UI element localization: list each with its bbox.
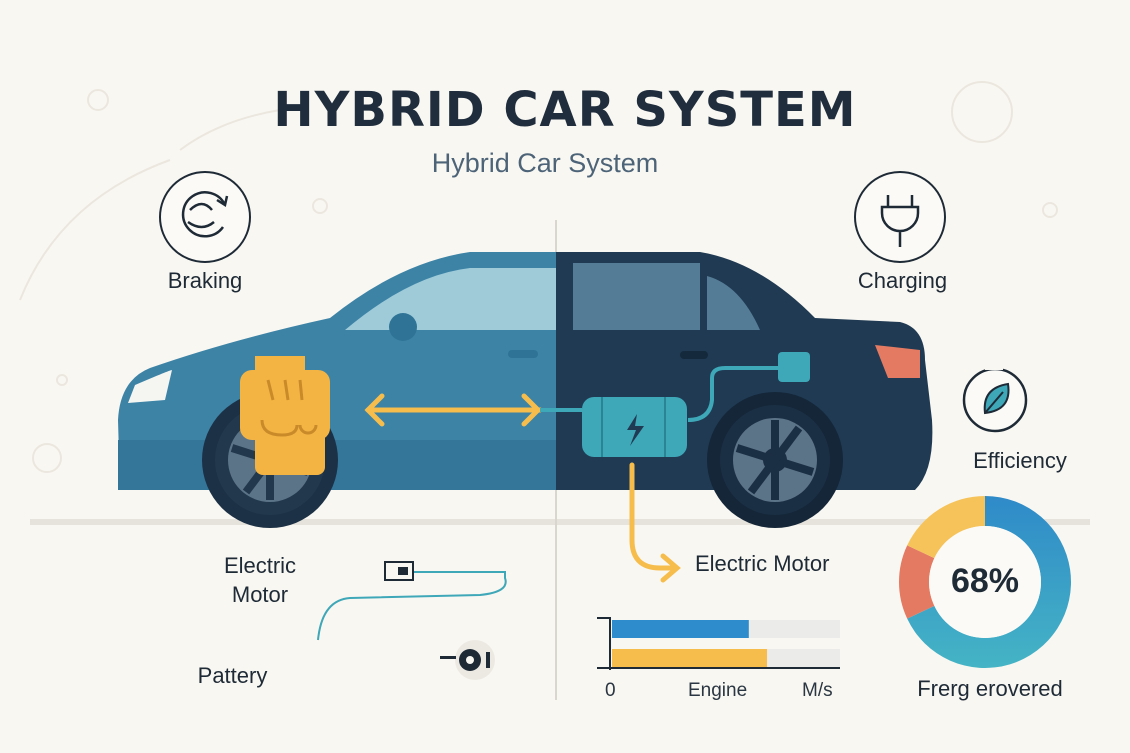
charge-port [778, 352, 810, 382]
car-hybrid-half [556, 252, 933, 490]
battery-label: Pattery [197, 663, 268, 688]
charging-plug-icon[interactable] [854, 171, 946, 263]
efficiency-label: Efficiency [973, 448, 1067, 473]
bar-axis-end: M/s [802, 680, 833, 701]
car-conventional-half [118, 252, 556, 490]
donut-segment-blue-teal [907, 496, 1071, 668]
energy-donut-chart [898, 496, 1071, 668]
connector-icon [384, 561, 414, 581]
battery-icon [582, 397, 687, 457]
donut-segment-yellow [907, 496, 985, 559]
braking-icon[interactable] [159, 171, 251, 263]
motor-arrow [629, 462, 678, 571]
battery-wire-icon [317, 571, 507, 641]
donut-segment-red [898, 545, 935, 619]
donut-value: 68% [950, 562, 1020, 600]
speed-bar-chart [597, 617, 840, 670]
charge-cable [687, 366, 778, 422]
bar-axis-mid: Engine [688, 680, 748, 701]
donut-hole [929, 526, 1041, 638]
motor-arrow-head [660, 553, 681, 583]
braking-label: Braking [167, 268, 243, 293]
background-decor [19, 81, 1058, 473]
page-title: HYBRID CAR SYSTEM [273, 82, 857, 138]
bar-engine [612, 649, 768, 667]
donut-caption: Frerg erovered [917, 676, 1063, 701]
bar-axis [597, 617, 840, 670]
bar-axis-start: 0 [605, 680, 616, 701]
power-flow-arrow [364, 393, 543, 427]
motor-wheel-icon [440, 640, 495, 680]
electric-motor-right-label: Electric Motor [695, 551, 830, 576]
rear-wheel [707, 392, 843, 528]
efficiency-leaf-icon[interactable] [962, 362, 1028, 433]
bar-electric [612, 620, 749, 638]
connector-pin [398, 567, 408, 575]
page-subtitle: Hybrid Car System [431, 148, 659, 178]
charging-label: Charging [857, 268, 948, 293]
electric-motor-left-label: Electric Motor [223, 553, 297, 607]
engine-icon [240, 356, 330, 475]
